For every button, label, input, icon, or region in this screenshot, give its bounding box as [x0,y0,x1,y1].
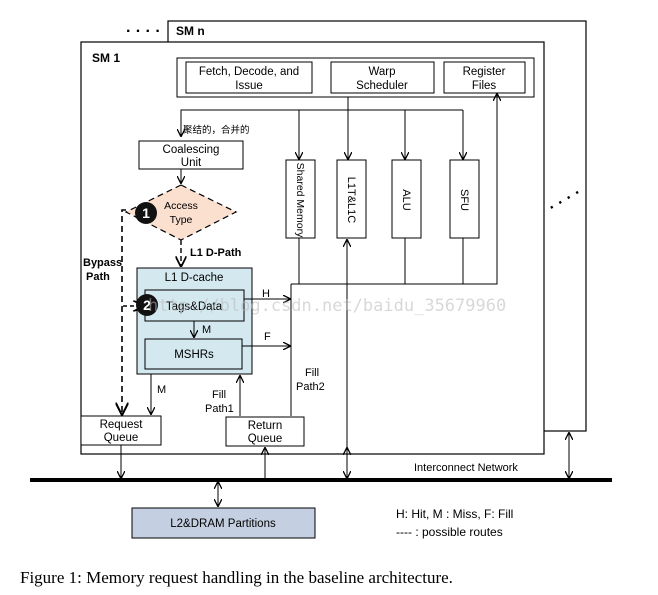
interconnect-label: Interconnect Network [414,462,518,474]
sm-1-label: SM 1 [92,51,120,65]
return-queue-box [225,416,305,447]
figure-caption: Figure 1: Memory request handling in the… [20,568,453,587]
coalescing-label-line1: Coalescing [163,144,220,156]
alu-box [391,159,422,239]
l1-dpath-label: L1 D-Path [190,247,242,259]
return-queue-line2: Queue [248,433,283,445]
miss-queue-label: M [157,384,166,396]
marker-2 [136,294,158,316]
fill2-label-line1: Fill [305,367,319,379]
shared-memory-box [285,159,316,239]
warp-label-line2: Scheduler [356,80,408,92]
fetch-label-line2: Issue [235,80,263,92]
marker-1 [135,202,157,224]
bypass-label-line1: Bypass [83,257,122,269]
l1t-l1c-label: L1T&L1C [345,177,357,224]
mshrs-box [144,338,243,370]
shared-memory-label: Shared Memory [294,163,306,238]
l2-dram-label: L2&DRAM Partitions [170,518,276,530]
hit-label: H [262,288,270,300]
l1t-l1c-box [336,159,367,239]
fill1-label-line1: Fill [212,389,226,401]
register-files-box [443,61,526,94]
sfu-label: SFU [458,189,470,211]
marker-2-label: 2 [143,297,151,313]
access-label-line1: Access [164,200,198,212]
warp-label-line1: Warp [368,66,395,78]
fetch-label-line1: Fetch, Decode, and [199,66,299,78]
legend-line1: H: Hit, M : Miss, F: Fill [396,507,513,521]
fetch-decode-issue-box [185,61,313,94]
request-queue-box [80,415,162,446]
coalescing-unit-box [138,140,244,170]
coalesce-note: 聚结的，合并的 [183,124,250,136]
coalescing-label-line2: Unit [181,157,202,169]
sm-n-label: SM n [176,24,205,38]
ellipsis-top: · · · · [126,23,161,40]
register-label-line1: Register [463,66,506,78]
fill-label-f: F [264,331,271,343]
access-label-line2: Type [170,214,193,226]
alu-label: ALU [400,189,412,210]
l1-dcache-title: L1 D-cache [165,272,224,284]
fill1-label-line2: Path1 [205,403,234,415]
tags-data-label: Tags&Data [166,301,223,313]
mshrs-label: MSHRs [174,349,214,361]
tags-data-box [144,289,245,322]
sfu-box [449,159,480,239]
fill2-label-line2: Path2 [296,381,325,393]
bypass-label-line2: Path [86,271,110,283]
legend-line2: ---- : possible routes [396,525,503,539]
sm-1-frame [80,41,545,455]
register-label-line2: Files [472,80,497,92]
marker-1-label: 1 [142,205,150,221]
miss-label-m: M [202,324,211,336]
request-queue-line1: Request [100,419,144,431]
bypass-path-line [122,209,126,414]
writeback-bus [291,94,497,285]
request-queue-line2: Queue [104,432,139,444]
return-queue-line1: Return [248,420,283,432]
warp-scheduler-box [330,61,435,94]
watermark: http://blog.csdn.net/baidu_35679960 [148,296,506,316]
l2-dram-box [131,507,316,539]
